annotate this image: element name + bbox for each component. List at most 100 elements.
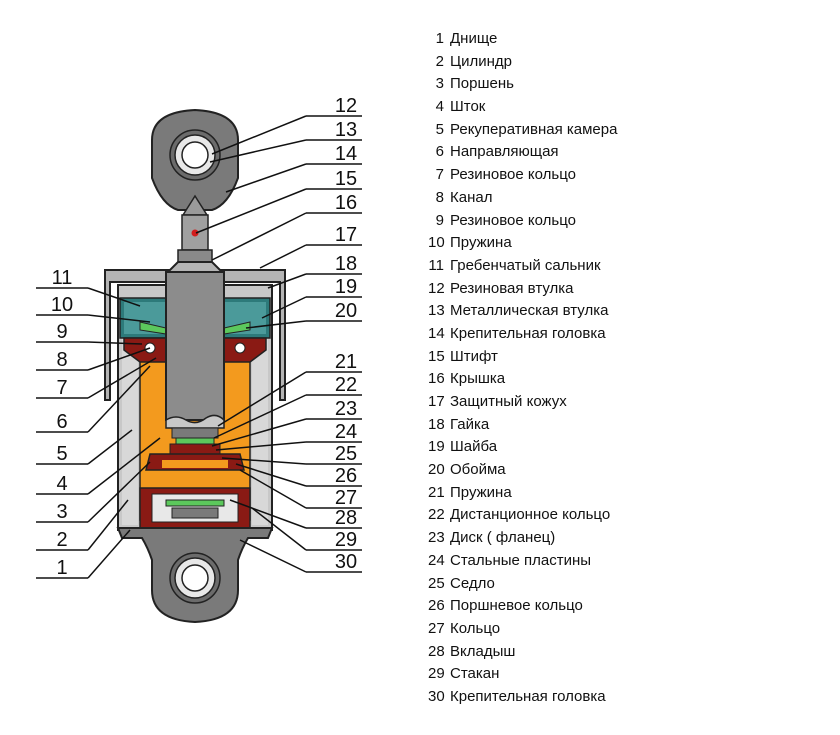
leader-line — [213, 394, 307, 439]
legend-item: 6 Направляющая — [428, 141, 617, 164]
leader-line — [245, 320, 307, 329]
leader-line — [87, 499, 129, 551]
callout-number: 16 — [335, 192, 357, 214]
callout-number: 28 — [335, 507, 357, 529]
callouts: 1110987654321121314151617181920212223242… — [36, 95, 362, 579]
legend-number: 23 — [428, 529, 445, 547]
legend-label: Кольцо — [450, 619, 501, 637]
legend-number: 12 — [428, 279, 445, 297]
legend-number: 6 — [435, 143, 444, 161]
legend-number: 7 — [435, 166, 444, 184]
callout-number: 18 — [335, 253, 357, 275]
legend-item: 4 Шток — [428, 96, 617, 119]
leader-line — [221, 457, 307, 465]
leader-line — [261, 296, 307, 319]
callout-number: 14 — [335, 143, 357, 165]
legend-label: Цилиндр — [450, 52, 512, 70]
callout-number: 24 — [335, 421, 357, 443]
legend-number: 19 — [428, 438, 445, 456]
rod-end-break — [165, 414, 225, 429]
legend-number: 4 — [435, 98, 444, 116]
legend-item: 10 Пружина — [428, 232, 617, 255]
legend-label: Направляющая — [450, 143, 559, 161]
callout-number: 9 — [56, 321, 67, 343]
legend-label: Канал — [450, 188, 493, 206]
callout-number: 23 — [335, 398, 357, 420]
leader-line — [217, 371, 307, 427]
legend-number: 8 — [435, 188, 444, 206]
legend-number: 15 — [428, 347, 445, 365]
legend-number: 5 — [435, 120, 444, 138]
legend-label: Гребенчатый сальник — [450, 256, 601, 274]
legend-label: Резиновая втулка — [450, 279, 574, 297]
legend-label: Крепительная головка — [450, 324, 606, 342]
leader-line — [211, 212, 307, 261]
leader-line — [87, 529, 131, 579]
legend-number: 1 — [435, 30, 444, 47]
legend-label: Пружина — [450, 234, 512, 252]
leader-line — [229, 499, 307, 529]
callout-number: 22 — [335, 374, 357, 396]
legend-item: 23 Диск ( фланец) — [428, 527, 617, 550]
legend-label: Диск ( фланец) — [450, 529, 556, 547]
legend-label: Резиновое кольцо — [450, 211, 576, 229]
legend-item: 27 Кольцо — [428, 618, 617, 641]
callout-number: 3 — [56, 501, 67, 523]
legend-number: 20 — [428, 461, 445, 479]
callout-number: 26 — [335, 465, 357, 487]
legend-number: 24 — [428, 551, 445, 569]
callout-number: 6 — [56, 411, 67, 433]
protective-cover — [104, 261, 286, 401]
legend-label: Крышка — [450, 370, 506, 388]
legend-item: 7 Резиновое кольцо — [428, 164, 617, 187]
callout-number: 27 — [335, 487, 357, 509]
callout-number: 5 — [56, 443, 67, 465]
callout-number: 8 — [56, 349, 67, 371]
legend-label: Шток — [450, 98, 486, 116]
legend-number: 16 — [428, 370, 445, 388]
legend-number: 21 — [428, 483, 445, 501]
legend-label: Седло — [450, 574, 495, 592]
callout-number: 19 — [335, 276, 357, 298]
legend-number: 10 — [428, 234, 445, 252]
callout-number: 29 — [335, 529, 357, 551]
leader-line — [87, 341, 143, 345]
bottom-valve-assembly — [139, 487, 251, 529]
leader-line — [239, 469, 307, 509]
legend-number: 30 — [428, 687, 445, 705]
leader-line — [235, 463, 307, 487]
leader-line — [87, 429, 133, 465]
callout-number: 30 — [335, 551, 357, 573]
leader-line — [215, 441, 307, 451]
legend-number: 25 — [428, 574, 445, 592]
legend-label: Пружина — [450, 483, 512, 501]
leader-line — [87, 347, 151, 371]
leader-line — [87, 365, 151, 433]
legend-label: Защитный кожух — [450, 393, 567, 410]
leader-line — [259, 244, 307, 269]
leader-line — [211, 115, 307, 155]
leader-line — [239, 539, 307, 573]
leader-line — [195, 188, 307, 234]
legend-number: 3 — [435, 75, 444, 93]
legend-number: 27 — [428, 619, 445, 637]
legend-label: Резиновое кольцо — [450, 166, 576, 184]
legend-label: Гайка — [450, 415, 490, 433]
legend-item: 16 Крышка — [428, 368, 617, 391]
callout-number: 10 — [51, 294, 73, 316]
